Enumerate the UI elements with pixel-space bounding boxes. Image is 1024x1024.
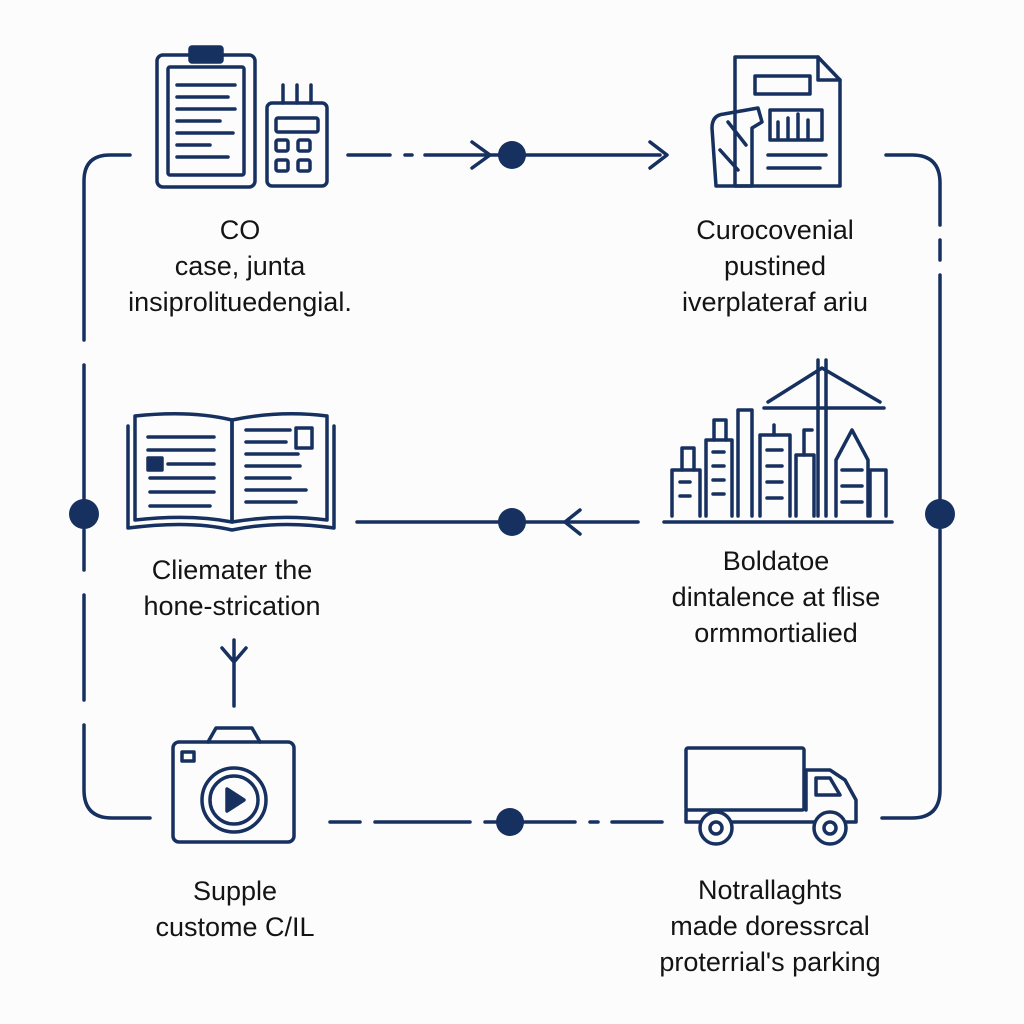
city-skyline-icon	[662, 358, 894, 524]
report-chart-document-icon	[710, 55, 842, 188]
caption-bottom-left: Supple custome C/IL	[120, 873, 350, 945]
caption-line: pustined	[723, 251, 827, 281]
right-loop-line	[880, 153, 942, 820]
bottom-junction-dot	[496, 808, 524, 836]
top-junction-dot	[498, 141, 526, 169]
caption-line: Cliemater the	[151, 555, 313, 585]
delivery-truck-icon	[684, 746, 858, 846]
down-arrow	[220, 638, 248, 708]
caption-top-left: CO case, junta insiprolituedengial.	[100, 212, 380, 320]
caption-line: CO	[219, 215, 261, 245]
caption-line: Boldatoe	[722, 546, 830, 576]
caption-line: ormmortialied	[694, 618, 858, 648]
caption-line: hone-strication	[143, 591, 321, 621]
left-loop-line	[82, 153, 152, 820]
caption-line: Notrallaghts	[697, 875, 843, 905]
caption-middle-left: Cliemater the hone-strication	[112, 552, 352, 624]
top-arrowhead-1	[470, 140, 492, 170]
caption-line: insiprolituedengial.	[128, 287, 352, 317]
open-book-icon	[126, 412, 336, 532]
top-arrowhead-2	[648, 140, 669, 170]
camera-icon	[171, 726, 296, 844]
caption-line: made doressrcal	[670, 911, 870, 941]
right-junction-dot	[925, 499, 955, 529]
middle-junction-dot	[498, 508, 526, 536]
left-junction-dot	[69, 499, 99, 529]
caption-line: case, junta	[174, 251, 306, 281]
caption-middle-right: Boldatoe dintalence at flise ormmortiali…	[636, 543, 916, 651]
caption-line: Supple	[192, 876, 278, 906]
caption-bottom-right: Notrallaghts made doressrcal proterrial'…	[630, 872, 910, 980]
caption-line: custome C/IL	[155, 912, 315, 942]
caption-line: iverplateraf ariu	[681, 287, 869, 317]
caption-line: Curocovenial	[696, 215, 854, 245]
middle-arrowhead	[563, 508, 582, 536]
caption-line: proterrial's parking	[659, 947, 881, 977]
caption-line: dintalence at flise	[671, 582, 881, 612]
caption-top-right: Curocovenial pustined iverplateraf ariu	[640, 212, 910, 320]
clipboard-calculator-icon	[155, 45, 329, 189]
